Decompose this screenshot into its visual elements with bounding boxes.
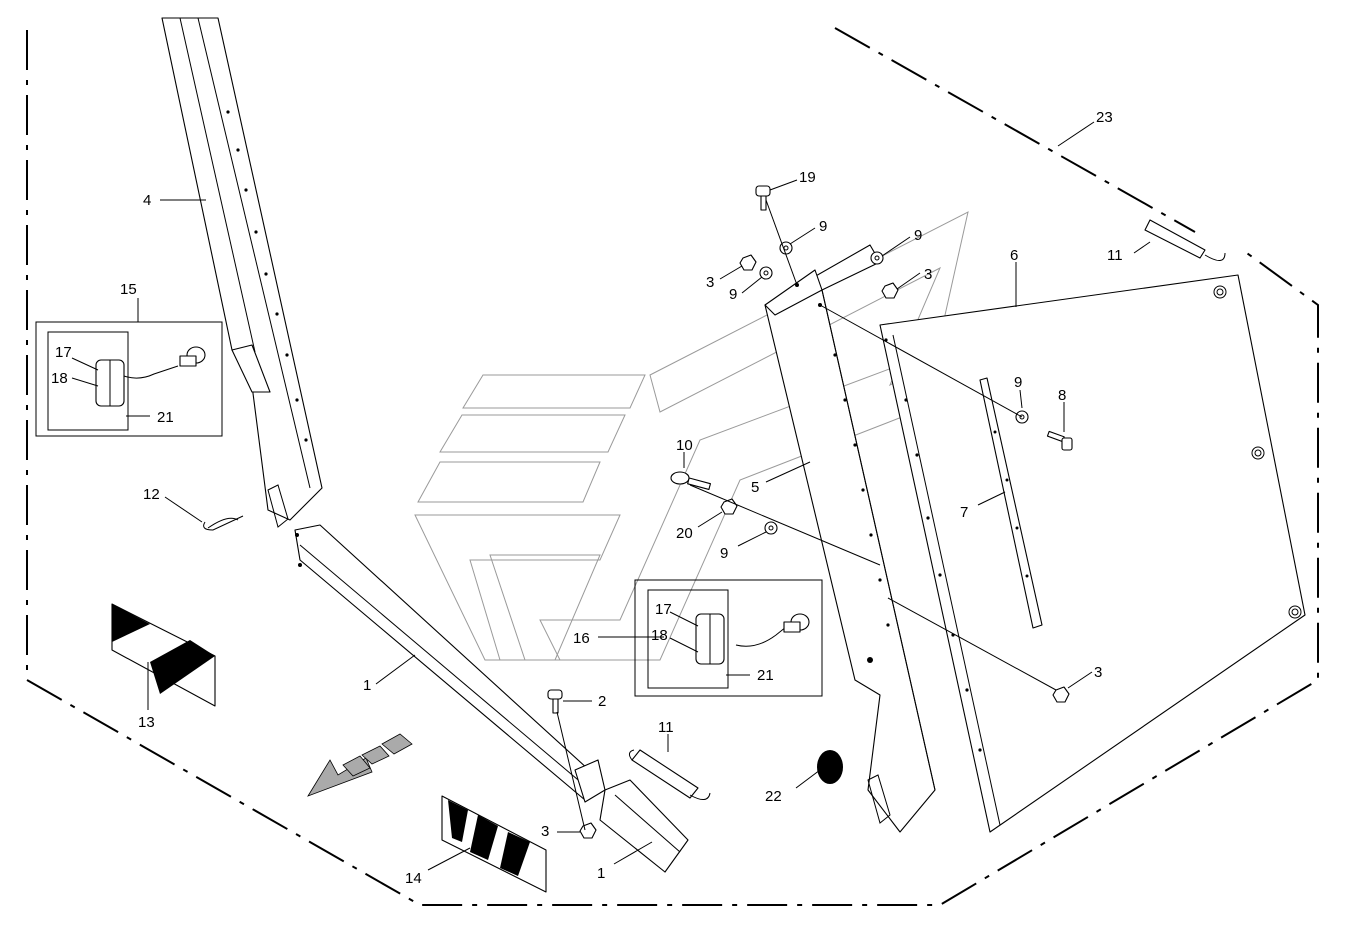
nut-3-icon bbox=[1052, 686, 1070, 703]
eyebolt-10-icon bbox=[670, 471, 711, 491]
nut-3-icon bbox=[881, 282, 899, 299]
bolt-19-icon bbox=[755, 185, 771, 211]
callout-3: 3 bbox=[706, 274, 714, 291]
washer-9-icon bbox=[870, 251, 884, 265]
pin-12-icon bbox=[203, 515, 244, 531]
washer-9-icon bbox=[764, 521, 778, 535]
reflector-22-icon bbox=[817, 750, 843, 784]
callout-23: 23 bbox=[1096, 109, 1113, 126]
spring-11-icon bbox=[628, 749, 711, 800]
boundary-outline bbox=[26, 27, 1319, 906]
hardware bbox=[203, 185, 1226, 839]
callout-20: 20 bbox=[676, 525, 693, 542]
assembly-lines bbox=[556, 199, 1057, 831]
callout-21: 21 bbox=[157, 409, 174, 426]
callout-1: 1 bbox=[597, 865, 605, 882]
callout-13: 13 bbox=[138, 714, 155, 731]
bolt-8-icon bbox=[1046, 430, 1073, 451]
callout-labels: 4 15 17 18 21 12 13 1 14 2 3 11 1 19 9 3… bbox=[51, 109, 1123, 887]
spring-11-icon bbox=[1144, 219, 1226, 261]
callout-4: 4 bbox=[143, 192, 151, 209]
callout-17: 17 bbox=[655, 601, 672, 618]
callout-9: 9 bbox=[720, 545, 728, 562]
callout-5: 5 bbox=[751, 479, 759, 496]
leader-lines bbox=[71, 121, 1151, 871]
callout-7: 7 bbox=[960, 504, 968, 521]
callout-3: 3 bbox=[924, 266, 932, 283]
washer-9-icon bbox=[759, 266, 773, 280]
callout-14: 14 bbox=[405, 870, 422, 887]
callout-19: 19 bbox=[799, 169, 816, 186]
light-kit-15 bbox=[35, 321, 223, 437]
callout-22: 22 bbox=[765, 788, 782, 805]
direction-arrow-icon bbox=[307, 733, 413, 797]
callout-9: 9 bbox=[729, 286, 737, 303]
callout-9: 9 bbox=[1014, 374, 1022, 391]
callout-12: 12 bbox=[143, 486, 160, 503]
callout-11: 11 bbox=[658, 719, 674, 736]
part-6-panel bbox=[879, 274, 1306, 833]
callout-10: 10 bbox=[676, 437, 693, 454]
part-4-post bbox=[161, 17, 323, 528]
callout-2: 2 bbox=[598, 693, 606, 710]
callout-1: 1 bbox=[363, 677, 371, 694]
part-1-beam bbox=[294, 524, 689, 873]
warning-sign-14 bbox=[441, 795, 547, 893]
marker-lamp-icon bbox=[95, 346, 206, 407]
watermark-logo bbox=[414, 211, 969, 661]
callout-8: 8 bbox=[1058, 387, 1066, 404]
callout-18: 18 bbox=[51, 370, 68, 387]
callout-15: 15 bbox=[120, 281, 137, 298]
warning-sign-13 bbox=[111, 603, 216, 707]
bolt-2-icon bbox=[547, 689, 563, 714]
marker-lamp-icon bbox=[695, 613, 810, 665]
callout-18: 18 bbox=[651, 627, 668, 644]
part-7-strip bbox=[979, 377, 1043, 629]
callout-16: 16 bbox=[573, 630, 590, 647]
nut-3-icon bbox=[579, 822, 597, 839]
callout-3: 3 bbox=[541, 823, 549, 840]
callout-17: 17 bbox=[55, 344, 72, 361]
callout-3: 3 bbox=[1094, 664, 1102, 681]
light-kit-16 bbox=[634, 579, 823, 697]
callout-6: 6 bbox=[1010, 247, 1018, 264]
callout-11: 11 bbox=[1107, 247, 1123, 264]
callout-9: 9 bbox=[914, 227, 922, 244]
callout-21: 21 bbox=[757, 667, 774, 684]
nut-3-icon bbox=[739, 254, 757, 271]
callout-9: 9 bbox=[819, 218, 827, 235]
